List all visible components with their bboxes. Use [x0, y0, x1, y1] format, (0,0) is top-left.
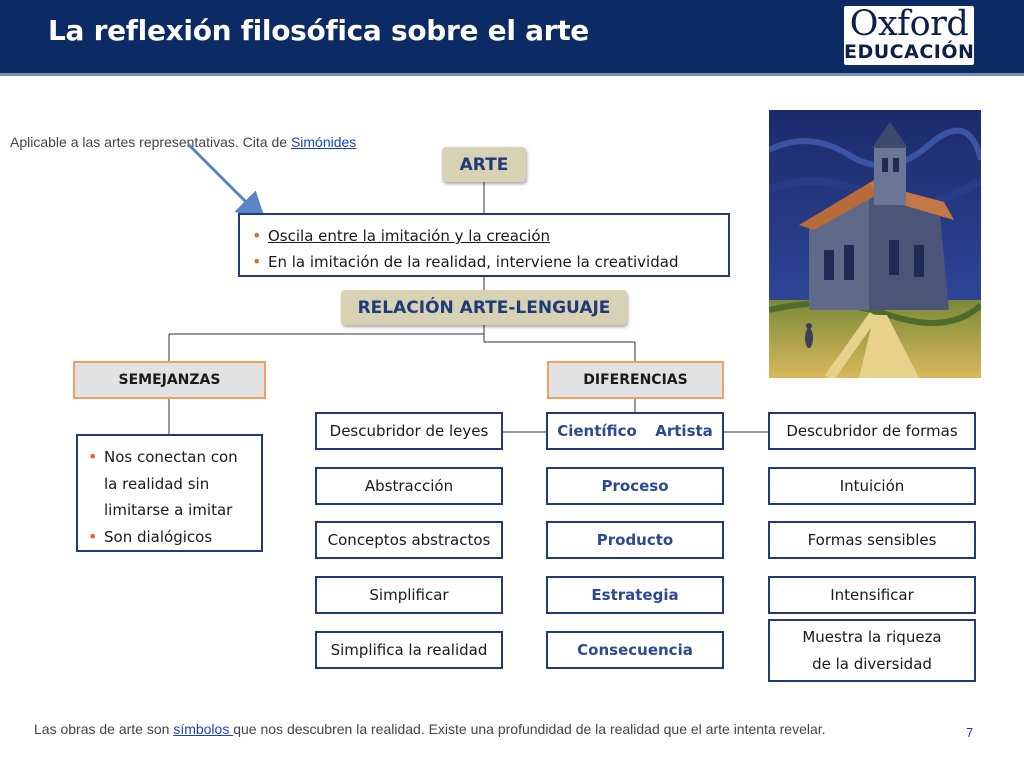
similarity-bullet-2: Son dialógicos [86, 524, 255, 551]
diff-right-3: Formas sensibles [768, 521, 976, 559]
root-bullet-2: En la imitación de la realidad, intervie… [250, 249, 718, 275]
diff-center-2: Proceso [546, 467, 724, 505]
page-number: 7 [966, 725, 974, 740]
diff-left-3: Conceptos abstractos [315, 521, 503, 559]
semejanzas-header: SEMEJANZAS [73, 361, 266, 399]
diff-left-5: Simplifica la realidad [315, 631, 503, 669]
diff-right-5-line2: de la diversidad [812, 654, 932, 673]
cientifico-label: Científico [557, 422, 637, 440]
logo-brand: Oxford [844, 6, 974, 42]
note-lead: Aplicable a las artes representativas. C… [10, 134, 291, 150]
diff-left-1: Descubridor de leyes [315, 412, 503, 450]
diff-center-4: Estrategia [546, 576, 724, 614]
diff-right-5-line1: Muestra la riqueza [802, 627, 942, 646]
diff-right-1: Descubridor de formas [768, 412, 976, 450]
slide-title: La reflexión filosófica sobre el arte [48, 14, 589, 47]
artista-label: Artista [655, 422, 713, 440]
root-arte: ARTE [442, 147, 526, 182]
diff-center-3: Producto [546, 521, 724, 559]
root-bullet-1: Oscila entre la imitación y la creación [250, 223, 718, 249]
diff-center-5: Consecuencia [546, 631, 724, 669]
diff-left-4: Simplificar [315, 576, 503, 614]
diff-center-1: Científico Artista [546, 412, 724, 450]
simbolos-link[interactable]: símbolos [173, 721, 234, 737]
oxford-logo: Oxford EDUCACIÓN [844, 6, 974, 68]
diff-left-2: Abstracción [315, 467, 503, 505]
root-bullets: Oscila entre la imitación y la creación … [238, 213, 730, 277]
logo-subbrand: EDUCACIÓN [844, 41, 975, 65]
diff-right-5: Muestra la riqueza de la diversidad [768, 619, 976, 682]
footer-before: Las obras de arte son [34, 721, 174, 737]
church-painting-image [769, 110, 981, 378]
note-text: Aplicable a las artes representativas. C… [10, 134, 356, 150]
diff-right-2: Intuición [768, 467, 976, 505]
simonides-link[interactable]: Simónides [290, 134, 357, 150]
footer-text: Las obras de arte son símbolos que nos d… [34, 721, 826, 737]
diff-right-4: Intensificar [768, 576, 976, 614]
similarity-bullet-1: Nos conectan con la realidad sin limitar… [86, 444, 255, 524]
diferencias-header: DIFERENCIAS [547, 361, 724, 399]
footer-after: que nos descubren la realidad. Existe un… [233, 721, 826, 737]
relation-arte-lenguaje: RELACIÓN ARTE-LENGUAJE [341, 290, 627, 325]
similarities-bullets: Nos conectan con la realidad sin limitar… [76, 434, 263, 552]
